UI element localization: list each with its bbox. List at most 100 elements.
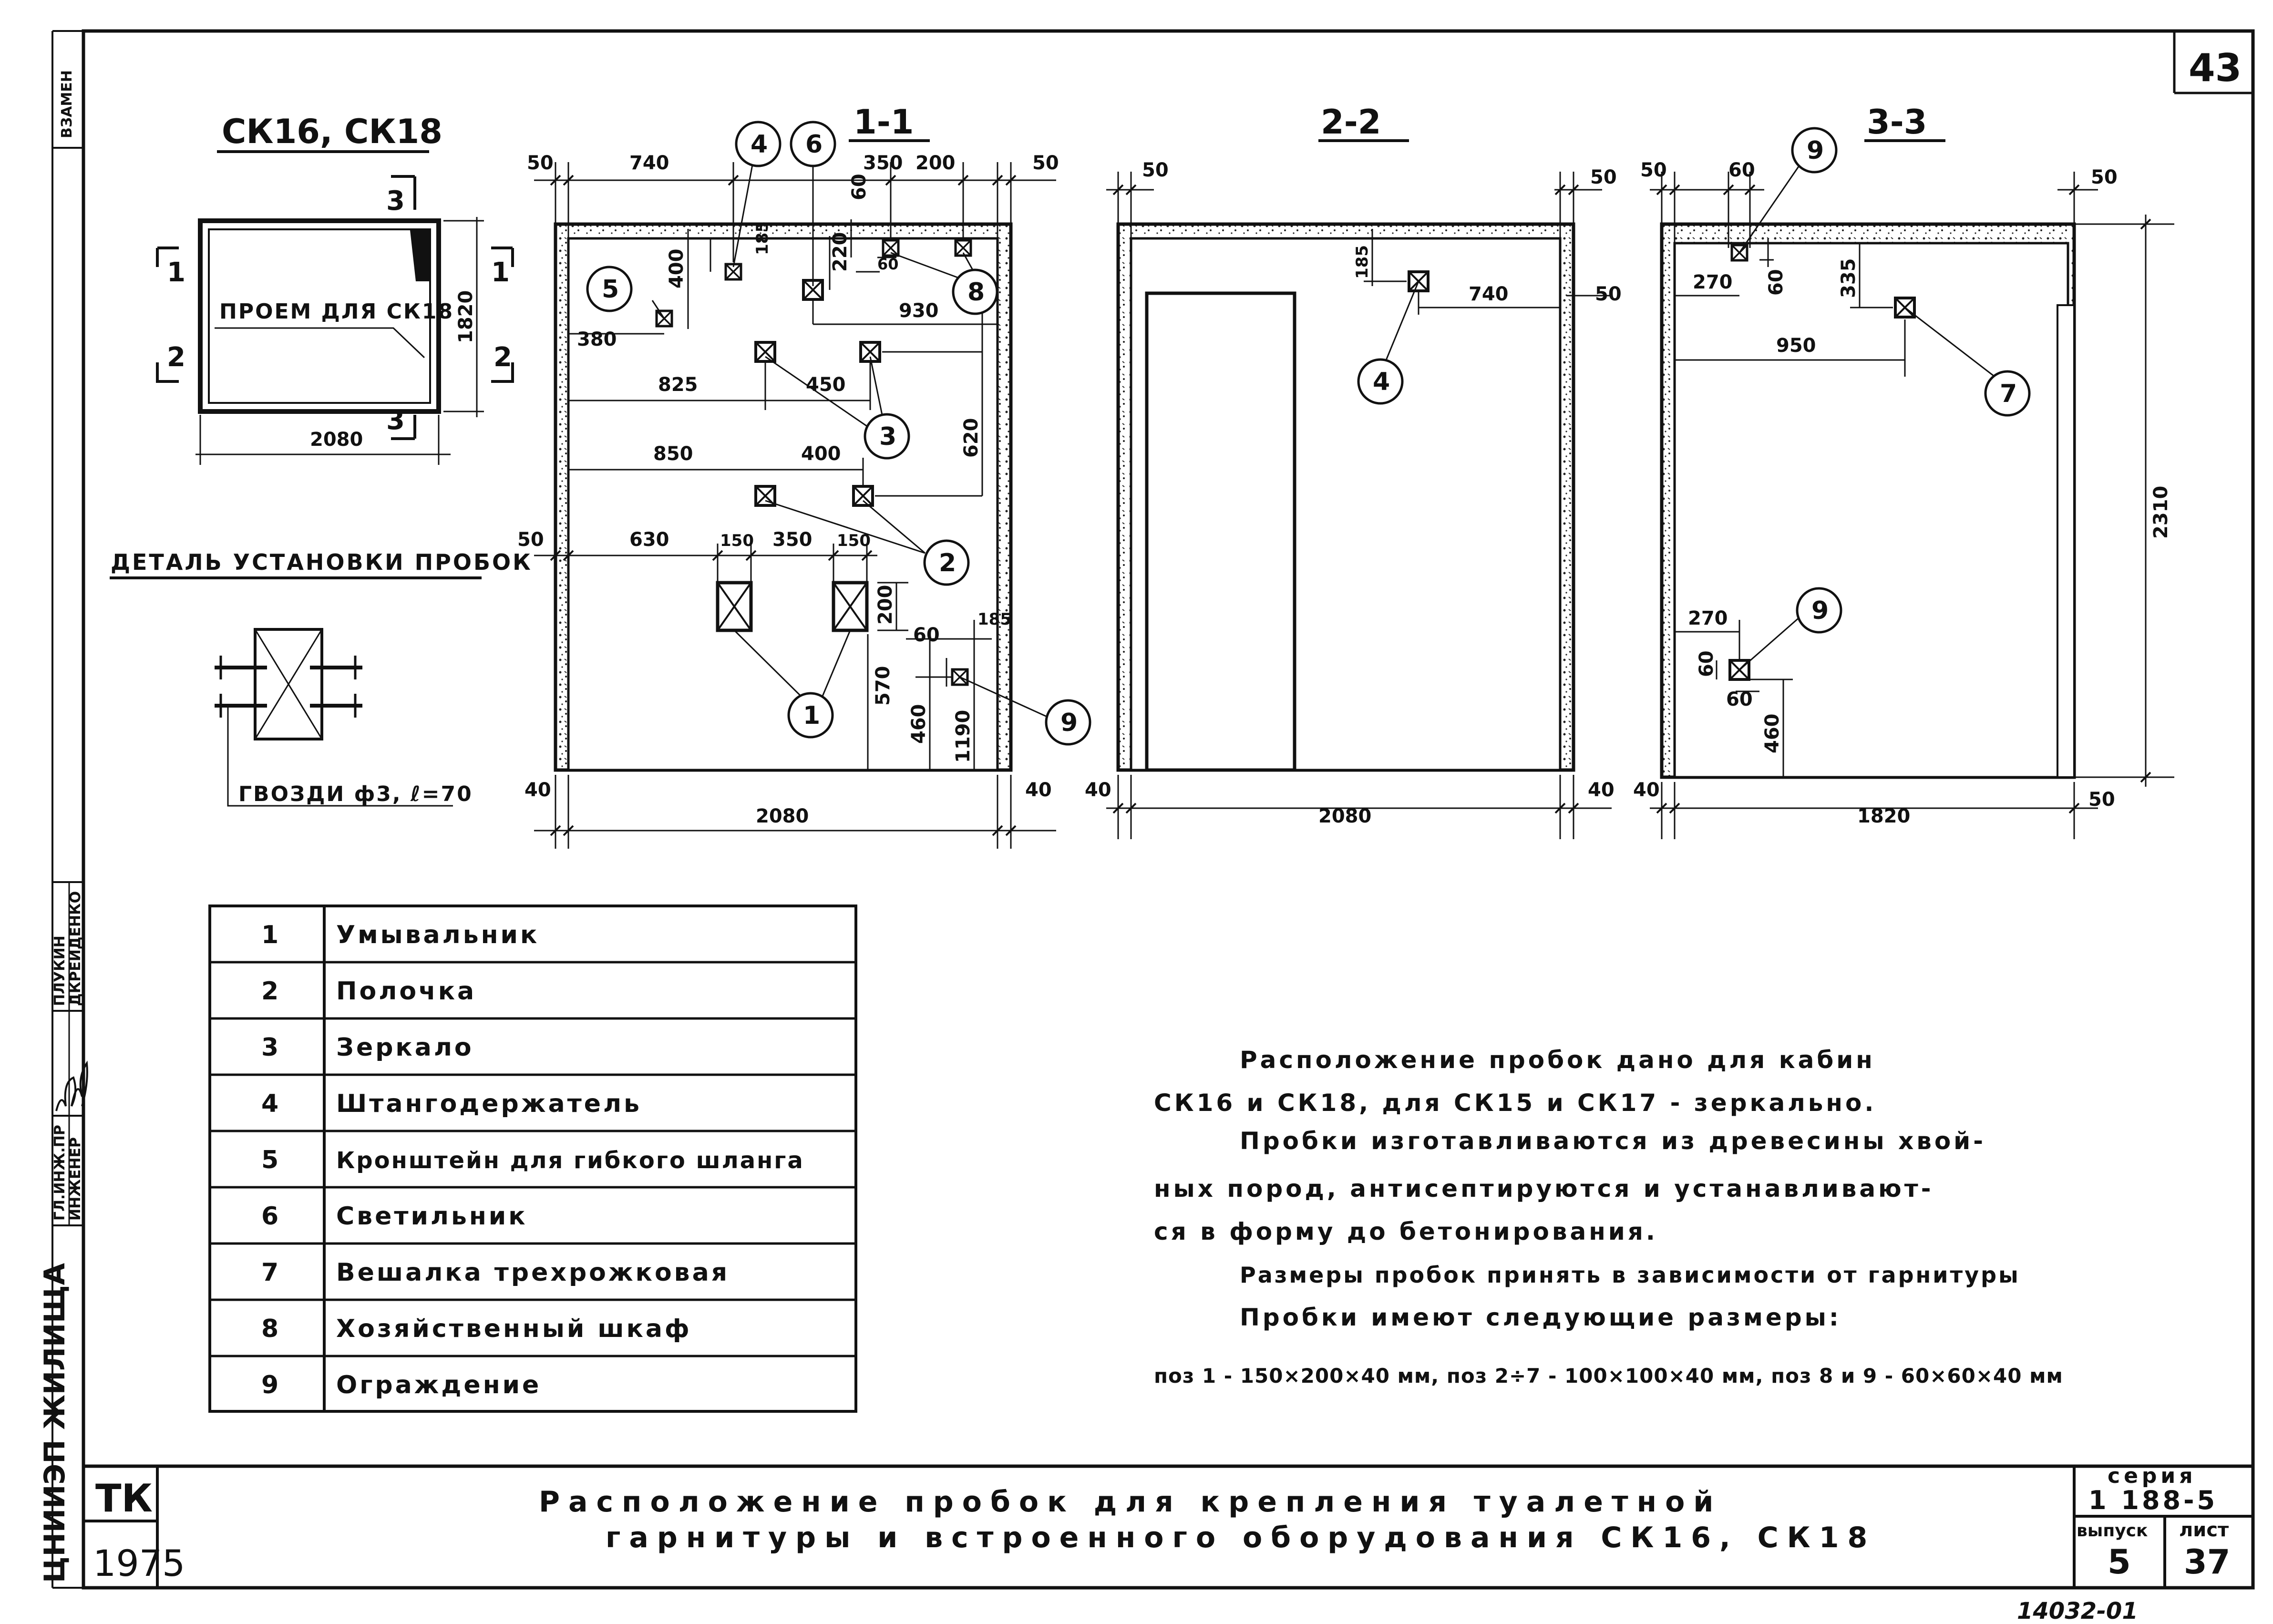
s3-dim-right-50: 50 bbox=[2091, 166, 2118, 188]
s1-dim-bot-40r: 40 bbox=[1025, 779, 1052, 801]
s3-dim-60v: 60 bbox=[1765, 269, 1787, 296]
note-line: Размеры пробок принять в зависимости от … bbox=[1240, 1262, 2020, 1288]
tb-tk: ТК bbox=[95, 1476, 153, 1521]
s1-dim-740: 740 bbox=[629, 152, 669, 174]
s3-dim-60: 60 bbox=[1728, 159, 1755, 181]
s2-dim-left-50: 50 bbox=[1142, 159, 1169, 181]
signature-2 bbox=[71, 1060, 88, 1107]
s1-dim-200: 200 bbox=[915, 152, 956, 174]
s3-callout-9-top: 9 bbox=[1791, 127, 1838, 174]
s1-dim-60: 60 bbox=[848, 174, 870, 200]
note-line: ся в форму до бетонирования. bbox=[1154, 1218, 1658, 1245]
s3-callout-7: 7 bbox=[1984, 370, 2031, 417]
s3-dim-bot-50: 50 bbox=[2088, 789, 2115, 811]
tb-title-line1: Расположение пробок для крепления туалет… bbox=[539, 1485, 1722, 1519]
s1-dim-350: 350 bbox=[863, 152, 903, 174]
s1-dim-60c: 60 bbox=[913, 624, 940, 646]
s1-dim-left-50: 50 bbox=[517, 529, 544, 551]
s1-dim-825: 825 bbox=[658, 374, 698, 396]
section1-title: 1-1 bbox=[854, 103, 914, 142]
s1-callout-3: 3 bbox=[864, 413, 910, 460]
s3-dim-270: 270 bbox=[1693, 271, 1733, 293]
svg-text:6: 6 bbox=[805, 130, 823, 159]
legend-num: 1 bbox=[261, 921, 281, 949]
sheet-number: 43 bbox=[2189, 46, 2242, 90]
plan-depth: 1820 bbox=[455, 290, 477, 343]
detail-view: ДЕТАЛЬ УСТАНОВКИ ПРОБОК ГВОЗДИ ф3, ℓ=70 bbox=[110, 549, 531, 807]
legend-row: 5 Кронштейн для гибкого шланга bbox=[261, 1146, 804, 1174]
section-2-2: 2-2 50 bbox=[1085, 103, 1622, 839]
s1-callout-2: 2 bbox=[923, 539, 970, 586]
legend-num: 8 bbox=[261, 1315, 281, 1343]
plan-width: 2080 bbox=[310, 429, 363, 451]
side-name-1: ПЛУКИН bbox=[51, 935, 68, 1006]
s1-callout-8: 8 bbox=[952, 268, 998, 315]
tb-series-label: серия bbox=[2108, 1464, 2197, 1488]
s1-dim-150b: 150 bbox=[837, 531, 871, 550]
svg-text:9: 9 bbox=[1811, 596, 1829, 625]
s1-dim-top-left-50: 50 bbox=[527, 152, 554, 174]
section2-title: 2-2 bbox=[1321, 103, 1381, 142]
note-line: Расположение пробок дано для кабин bbox=[1240, 1046, 1875, 1074]
legend-name: Светильник bbox=[336, 1202, 528, 1231]
s1-dim-total: 2080 bbox=[756, 805, 809, 827]
legend-num: 4 bbox=[261, 1090, 281, 1118]
side-label-org: ЦНИИЭП ЖИЛИЩА bbox=[38, 1263, 72, 1583]
legend-num: 5 bbox=[261, 1146, 281, 1174]
s2-dim-bot-40r: 40 bbox=[1588, 779, 1615, 801]
svg-text:2: 2 bbox=[939, 549, 956, 577]
legend-num: 9 bbox=[261, 1371, 281, 1399]
s2-dim-mid-50: 50 bbox=[1595, 283, 1622, 305]
section-3-3: 3-3 bbox=[1633, 103, 2174, 839]
legend-num: 3 bbox=[261, 1033, 281, 1062]
plan-mark-2r: 2 bbox=[494, 342, 512, 373]
s1-dim-450: 450 bbox=[806, 374, 846, 396]
s3-dim-60b: 60 bbox=[1696, 650, 1718, 677]
plan-mark-1r: 1 bbox=[491, 257, 510, 288]
svg-text:4: 4 bbox=[751, 130, 768, 159]
s3-callout-9-bottom: 9 bbox=[1796, 587, 1842, 634]
s1-dim-850: 850 bbox=[653, 443, 693, 465]
s2-dim-right-50: 50 bbox=[1590, 166, 1617, 188]
tb-sheet-label: лист bbox=[2179, 1519, 2229, 1541]
note-line: ных пород, антисептируются и устанавлива… bbox=[1154, 1175, 1934, 1203]
s3-dim-60c: 60 bbox=[1726, 689, 1753, 710]
note-line: Пробки имеют следующие размеры: bbox=[1240, 1304, 1841, 1331]
s1-callout-4: 4 bbox=[735, 121, 782, 167]
s3-dim-335: 335 bbox=[1838, 258, 1860, 298]
s1-dim-380: 380 bbox=[577, 329, 617, 350]
s2-dim-bot-40l: 40 bbox=[1085, 779, 1111, 801]
side-role-2: ИНЖЕНЕР bbox=[67, 1137, 84, 1221]
s1-dim-150: 150 bbox=[720, 531, 754, 550]
s1-dim-350b: 350 bbox=[772, 529, 813, 551]
plan-outline bbox=[198, 218, 441, 414]
legend-num: 7 bbox=[261, 1258, 281, 1287]
s1-dim-460: 460 bbox=[908, 704, 930, 744]
s1-callout-6: 6 bbox=[790, 121, 836, 167]
tb-title-line2: гарнитуры и встроенного оборудования СК1… bbox=[606, 1521, 1876, 1554]
title-block: ТК 1975 Расположение пробок для креплени… bbox=[83, 1464, 2253, 1588]
s1-dim-570: 570 bbox=[872, 666, 894, 706]
s1-dim-top-right-50: 50 bbox=[1032, 152, 1059, 174]
s3-dim-2310: 2310 bbox=[2150, 486, 2172, 539]
legend-name: Кронштейн для гибкого шланга bbox=[336, 1147, 804, 1174]
s2-callout-4: 4 bbox=[1357, 358, 1404, 405]
svg-text:9: 9 bbox=[1807, 136, 1824, 165]
note-line: СК16 и СК18, для СК15 и СК17 - зеркально… bbox=[1154, 1089, 1876, 1117]
plan-title: СК16, СК18 bbox=[222, 112, 442, 151]
plan-mark-3b: 3 bbox=[386, 405, 405, 436]
s1-dim-620: 620 bbox=[960, 418, 982, 458]
s1-dim-bot-40l: 40 bbox=[525, 779, 551, 801]
plan-view: СК16, СК18 ПРОЕМ ДЛЯ СК18 1 1 2 2 3 3 20… bbox=[156, 112, 514, 465]
s1-dim-60b: 60 bbox=[877, 255, 899, 273]
tb-year: 1975 bbox=[93, 1542, 185, 1584]
